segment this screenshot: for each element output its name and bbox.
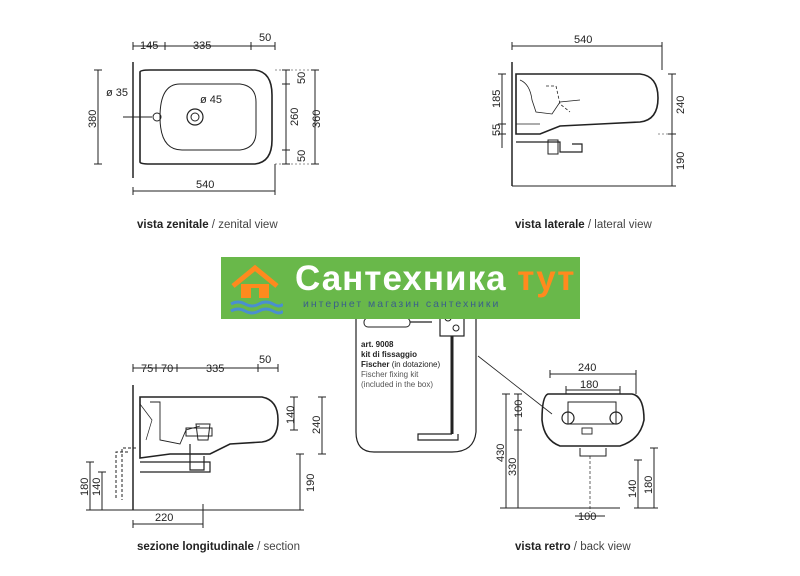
dim-lateral-top: 540 xyxy=(574,34,592,46)
lateral-view-drawing xyxy=(498,42,676,187)
dim-lateral-left-b: 55 xyxy=(491,124,503,136)
dim-lateral-left-a: 185 xyxy=(491,90,503,108)
caption-section: sezione longitudinale / section xyxy=(137,541,300,553)
caption-back: vista retro / back view xyxy=(515,541,631,553)
dim-lateral-right-a: 240 xyxy=(675,96,687,114)
dim-section-bottom: 220 xyxy=(155,512,173,524)
dim-section-top-b: 70 xyxy=(161,363,173,375)
fixing-kit-label: art. 9008 kit di fissaggio Fischer (in d… xyxy=(361,340,441,389)
dim-section-right-a: 140 xyxy=(285,406,297,424)
caption-zenital: vista zenitale / zenital view xyxy=(137,219,278,231)
watermark-subtitle: интернет магазин сантехники xyxy=(303,298,501,310)
dim-zenital-right-c: 50 xyxy=(296,150,308,162)
watermark-banner: Сантехника тут интернет магазин сантехни… xyxy=(221,257,580,319)
house-logo-icon xyxy=(230,264,283,315)
dim-zenital-top-a: 145 xyxy=(140,40,158,52)
dim-back-right-b: 180 xyxy=(643,476,655,494)
dim-zenital-right-a: 50 xyxy=(296,72,308,84)
back-view-drawing xyxy=(500,370,658,517)
dim-lateral-right-b: 190 xyxy=(675,152,687,170)
section-view-drawing xyxy=(86,364,326,528)
dim-zenital-right-total: 360 xyxy=(311,110,323,128)
dim-section-right-c: 190 xyxy=(305,474,317,492)
dim-back-right-a: 140 xyxy=(627,480,639,498)
dim-zenital-top-c: 50 xyxy=(259,32,271,44)
dim-section-top-a: 75 xyxy=(141,363,153,375)
watermark-brand: Сантехника тут xyxy=(295,259,576,298)
dim-zenital-hole-small: ø 35 xyxy=(106,87,128,99)
dim-zenital-hole-large: ø 45 xyxy=(200,94,222,106)
dim-zenital-top-b: 335 xyxy=(193,40,211,52)
dim-back-left-c: 330 xyxy=(507,458,519,476)
zenital-view-drawing xyxy=(94,42,319,195)
dim-back-top-a: 240 xyxy=(578,362,596,374)
dim-back-top-b: 180 xyxy=(580,379,598,391)
dim-section-right-b: 240 xyxy=(311,416,323,434)
dim-zenital-bottom: 540 xyxy=(196,179,214,191)
dim-back-bottom: 100 xyxy=(578,511,596,523)
dim-zenital-right-b: 260 xyxy=(289,108,301,126)
dim-section-left-b: 140 xyxy=(91,478,103,496)
caption-lateral: vista laterale / lateral view xyxy=(515,219,652,231)
dim-section-left-a: 180 xyxy=(79,478,91,496)
dim-zenital-left: 380 xyxy=(87,110,99,128)
dim-back-left-a: 100 xyxy=(513,400,525,418)
dim-section-top-c: 335 xyxy=(206,363,224,375)
dim-back-left-b: 430 xyxy=(495,444,507,462)
dim-section-top-d: 50 xyxy=(259,354,271,366)
